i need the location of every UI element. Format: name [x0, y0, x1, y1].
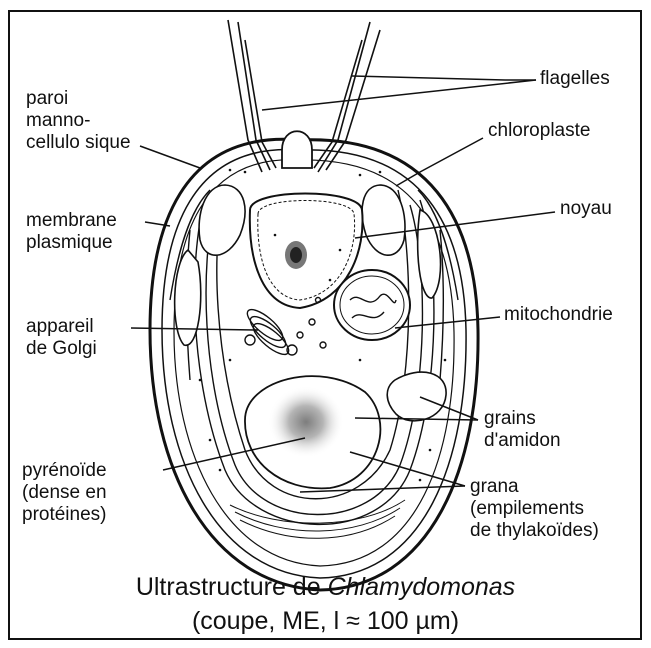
label-membrane: membrane plasmique — [26, 210, 117, 254]
label-golgi-line1: appareil — [26, 316, 97, 338]
label-paroi-line1: paroi — [26, 88, 131, 110]
caption-prefix: Ultrastructure de — [136, 573, 328, 601]
caption-species: Chlamydomonas — [328, 573, 516, 601]
label-chloroplaste: chloroplaste — [488, 120, 590, 142]
golgi-apparatus — [243, 298, 326, 360]
label-golgi: appareil de Golgi — [26, 316, 97, 360]
caption-line1: Ultrastructure de Chlamydomonas — [0, 572, 651, 602]
label-noyau: noyau — [560, 198, 612, 220]
label-mitochondrie: mitochondrie — [504, 304, 613, 326]
label-pyrenoide: pyrénoïde (dense en protéines) — [22, 460, 107, 526]
label-amidon: grains d'amidon — [484, 408, 561, 452]
apical-papilla — [282, 131, 312, 168]
label-grana: grana (empilements de thylakoïdes) — [470, 476, 599, 542]
label-pyrenoide-line2: (dense en — [22, 482, 107, 504]
label-grana-line2: (empilements — [470, 498, 599, 520]
label-flagelles: flagelles — [540, 68, 610, 90]
starch-grain — [387, 372, 446, 421]
label-pyrenoide-line3: protéines) — [22, 504, 107, 526]
label-amidon-line2: d'amidon — [484, 430, 561, 452]
label-membrane-line1: membrane — [26, 210, 117, 232]
label-membrane-line2: plasmique — [26, 232, 117, 254]
label-paroi: paroi manno- cellulo sique — [26, 88, 131, 154]
label-grana-line3: de thylakoïdes) — [470, 520, 599, 542]
label-paroi-line3: cellulo sique — [26, 132, 131, 154]
label-paroi-line2: manno- — [26, 110, 131, 132]
label-golgi-line2: de Golgi — [26, 338, 97, 360]
label-amidon-line1: grains — [484, 408, 561, 430]
mitochondrion — [334, 270, 410, 340]
label-pyrenoide-line1: pyrénoïde — [22, 460, 107, 482]
caption-line2: (coupe, ME, l ≈ 100 µm) — [0, 606, 651, 636]
label-grana-line1: grana — [470, 476, 599, 498]
pyrenoid — [245, 376, 380, 488]
